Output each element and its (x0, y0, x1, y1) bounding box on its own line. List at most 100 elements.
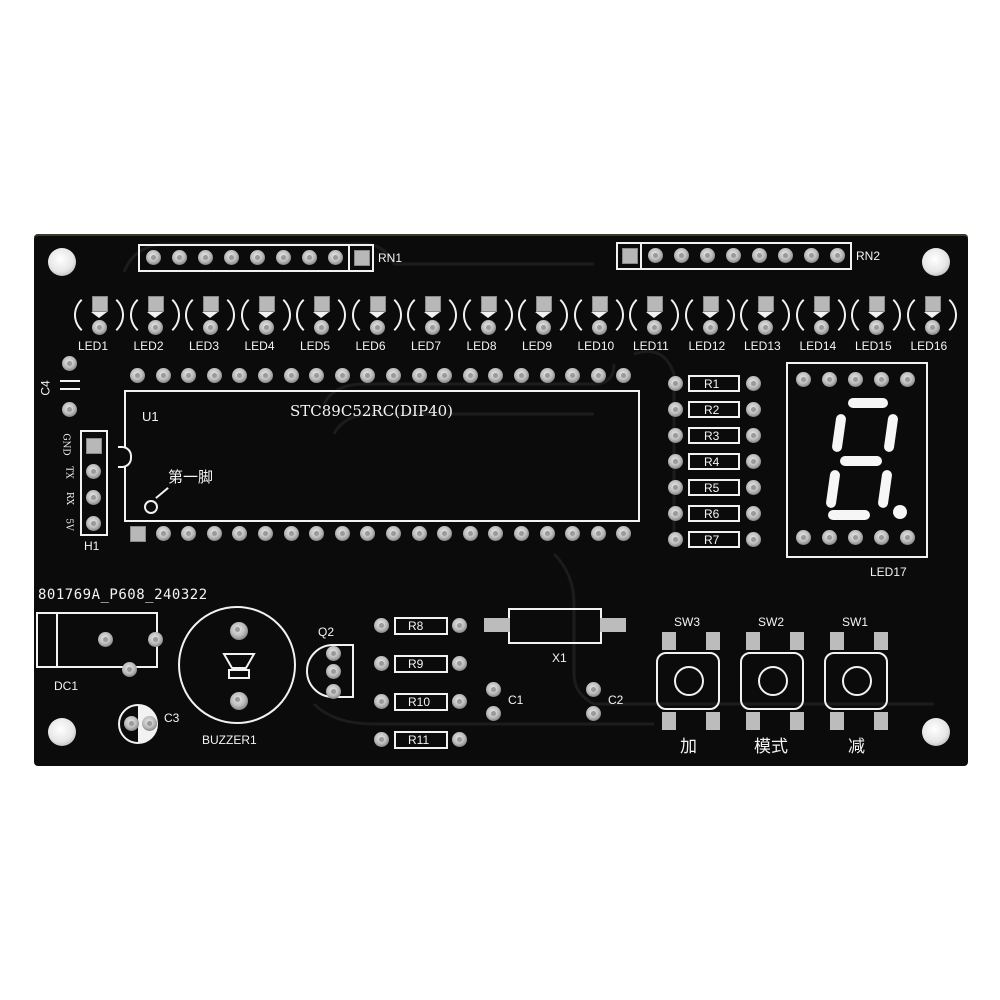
led-outline (462, 292, 513, 338)
buzzer-label: BUZZER1 (202, 733, 257, 747)
diode-icon (368, 312, 385, 318)
switch-function-label: 加 (680, 737, 697, 756)
led-outline (629, 292, 679, 338)
led-label: LED3 (189, 339, 220, 353)
seven-segment-digit (826, 398, 907, 520)
led-label: LED2 (133, 339, 164, 353)
led17-label: LED17 (870, 565, 907, 579)
led-outline (795, 292, 846, 338)
x1-outline (508, 608, 602, 644)
h1-outline (80, 430, 108, 536)
led-label: LED5 (300, 339, 331, 353)
push-button-sw3[interactable] (656, 652, 720, 710)
led-label: LED14 (799, 339, 837, 353)
mounting-hole-bottom-left (48, 718, 76, 746)
led-outline (351, 292, 402, 338)
resistor-outline (688, 453, 740, 470)
led-outline (240, 292, 291, 338)
resistor-outline (394, 693, 448, 711)
mounting-hole-top-left (48, 248, 76, 276)
resistor-label: R11 (408, 733, 430, 747)
resistor-outline (394, 655, 448, 673)
diode-icon (590, 312, 607, 318)
resistor-outline (394, 617, 448, 635)
push-button-sw2[interactable] (740, 652, 804, 710)
led-label: LED7 (411, 339, 442, 353)
u1-ref: U1 (142, 409, 159, 424)
led-outline (518, 292, 568, 338)
mounting-hole-bottom-right (922, 718, 950, 746)
c2-label: C2 (608, 693, 624, 707)
board-version-label: 801769A_P608_240322 (38, 587, 208, 603)
resistor-label: R9 (408, 657, 424, 671)
switch-label: SW3 (674, 615, 701, 629)
diode-icon (535, 312, 551, 318)
resistor-label: R10 (408, 695, 431, 709)
diode-icon (923, 312, 940, 318)
resistor-label: R3 (704, 429, 720, 443)
diode-icon (868, 312, 884, 318)
resistor-outline (688, 375, 740, 392)
switch-label: SW2 (758, 615, 785, 629)
resistor-outline (394, 731, 448, 749)
button-circle-icon (674, 666, 704, 696)
diode-icon (313, 312, 329, 318)
led-outline (684, 292, 735, 338)
rn1-pin1-box (348, 244, 374, 272)
switch-label: SW1 (842, 615, 869, 629)
resistor-label: R2 (704, 403, 720, 417)
diode-icon (146, 312, 163, 318)
mounting-hole-top-right (922, 248, 950, 276)
pin1-marker-icon (144, 500, 158, 514)
led-label: LED16 (910, 339, 948, 353)
led-label: LED10 (577, 339, 615, 353)
u1-notch (118, 446, 132, 468)
resistor-outline (688, 479, 740, 496)
c3-label: C3 (164, 711, 180, 725)
resistor-label: R7 (704, 533, 720, 547)
resistor-outline (688, 401, 740, 418)
led-label: LED9 (522, 339, 553, 353)
resistor-label: R6 (704, 507, 720, 521)
rn2-pin1-box (616, 242, 642, 270)
diode-icon (257, 312, 274, 318)
led-label: LED15 (855, 339, 892, 353)
dc1-label: DC1 (54, 679, 79, 693)
led-outline (185, 292, 235, 338)
diode-icon (91, 312, 107, 318)
resistor-label: R1 (704, 377, 720, 391)
switch-function-label: 模式 (754, 737, 788, 756)
switch-function-label: 减 (848, 737, 865, 756)
x1-label: X1 (552, 651, 567, 665)
diode-icon (424, 312, 440, 318)
button-circle-icon (758, 666, 788, 696)
resistor-outline (688, 531, 740, 548)
led-outline (851, 292, 901, 338)
diode-icon (479, 312, 496, 318)
led-outline (129, 292, 180, 338)
led-label: LED4 (244, 339, 275, 353)
u1-part-number: STC89C52RC(DIP40) (290, 402, 454, 420)
button-circle-icon (842, 666, 872, 696)
rn1-label: RN1 (378, 251, 403, 265)
led-outline (296, 292, 346, 338)
led-outline (573, 292, 624, 338)
diode-icon (202, 312, 218, 318)
led-outline (407, 292, 457, 338)
resistor-outline (688, 427, 740, 444)
led-outline (74, 292, 124, 338)
led-outline (906, 292, 957, 338)
buzzer-outline (178, 606, 296, 724)
resistor-label: R5 (704, 481, 720, 495)
led-label: LED11 (633, 339, 669, 353)
diode-icon (812, 312, 829, 318)
c1-label: C1 (508, 693, 524, 707)
led-label: LED12 (688, 339, 726, 353)
push-button-sw1[interactable] (824, 652, 888, 710)
u1-pin1-note: 第一脚 (168, 469, 214, 486)
resistor-label: R4 (704, 455, 720, 469)
led-label: LED6 (355, 339, 386, 353)
diode-icon (701, 312, 718, 318)
resistor-label: R8 (408, 619, 424, 633)
